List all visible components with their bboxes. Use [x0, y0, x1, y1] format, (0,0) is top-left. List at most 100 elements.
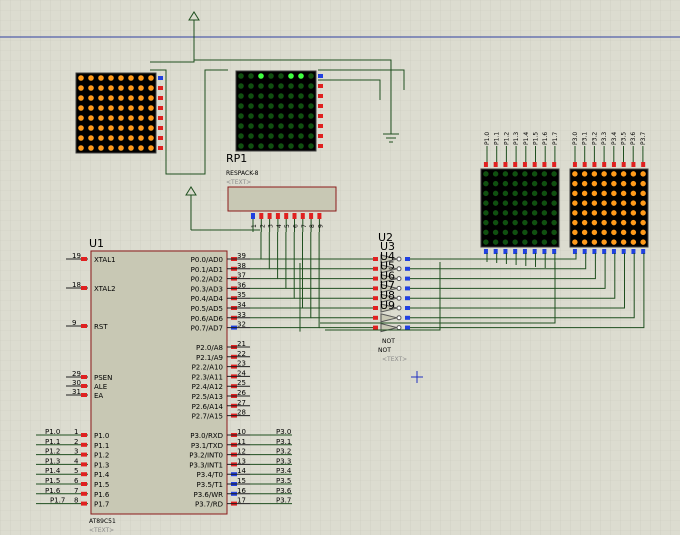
led-dot — [308, 93, 314, 99]
matrix-pin — [621, 249, 626, 254]
matrix-pin — [318, 74, 323, 78]
rp1-pin-number: 9 — [317, 224, 324, 228]
matrix-pin — [582, 249, 587, 254]
u1-pin-label: P1.2 — [94, 452, 109, 460]
u1-pin-number: 38 — [237, 262, 246, 270]
led-dot — [288, 103, 294, 109]
u1-pin-number: 10 — [237, 428, 246, 436]
rp1-pin — [292, 213, 297, 219]
power-terminal-rp1[interactable] — [185, 186, 197, 230]
led-dot — [288, 133, 294, 139]
u1-pin-label: P0.2/AD2 — [191, 276, 223, 284]
rp1-part: RESPACK-8 — [226, 170, 259, 177]
matrix-pin — [621, 162, 626, 167]
u1-pin-number: 17 — [237, 497, 246, 505]
inverter-bubble — [396, 266, 402, 272]
u1-pin-label: P1.4 — [94, 471, 110, 479]
led-dot — [541, 200, 548, 206]
led-dot — [268, 123, 274, 129]
matrix-pin — [631, 249, 636, 254]
inverter-bubble — [396, 295, 402, 301]
led-dot — [620, 190, 627, 197]
led-dot — [620, 210, 627, 216]
u1-pin-number: 2 — [74, 438, 78, 446]
led-dot — [522, 210, 528, 216]
u1-pin-number: 14 — [237, 467, 246, 475]
led-dot — [483, 239, 489, 245]
led-dot — [522, 219, 528, 226]
matrix-pin — [542, 162, 547, 167]
inverter-pin — [373, 306, 378, 310]
u1-pin-label: RST — [94, 323, 108, 331]
led-dot — [541, 180, 548, 187]
u1-pin — [81, 393, 87, 397]
u1-pin-label: P1.0 — [94, 432, 109, 440]
u1-pin-number: 39 — [237, 252, 246, 260]
led-dot — [483, 210, 489, 216]
rp1-pin — [300, 213, 305, 219]
matrix-pin — [592, 249, 597, 254]
led-dot — [630, 239, 637, 245]
u1-pin-number: 6 — [74, 477, 79, 485]
matrix-body — [569, 168, 649, 248]
matrix-pin — [631, 162, 636, 167]
led-dot — [258, 93, 264, 99]
matrix-pin — [532, 162, 537, 167]
matrix-3-label: P1.5 — [533, 132, 540, 145]
matrix-4-label: P3.7 — [640, 132, 647, 145]
rp1-pin — [317, 213, 322, 219]
led-dot — [238, 83, 244, 89]
led-dot — [268, 143, 274, 149]
led-dot — [611, 200, 617, 206]
led-matrix-4[interactable] — [569, 162, 649, 254]
matrix-pin — [513, 162, 518, 167]
power-terminal-top[interactable] — [188, 11, 200, 60]
led-dot — [278, 83, 284, 89]
led-dot — [298, 143, 304, 149]
u1-pin-number: 8 — [74, 497, 78, 505]
led-dot — [522, 190, 528, 197]
led-dot — [268, 93, 274, 99]
led-dot — [591, 229, 598, 236]
net-label-p1: P1.1 — [45, 438, 60, 446]
rp1-pin-number: 3 — [268, 224, 275, 228]
rp1-pin-number: 5 — [284, 224, 291, 228]
led-dot — [630, 171, 637, 177]
matrix-4-label: P3.3 — [601, 132, 608, 145]
ground-terminal[interactable] — [383, 110, 399, 143]
led-dot — [298, 113, 304, 119]
led-dot — [138, 75, 144, 81]
u1-pin-number: 32 — [237, 321, 246, 329]
led-dot — [551, 171, 557, 177]
inverter-bubble — [396, 305, 402, 311]
u1-pin-label: P2.2/A10 — [192, 364, 223, 372]
matrix-pin — [522, 249, 527, 254]
led-matrix-1[interactable] — [75, 72, 163, 154]
net-label-p3: P3.5 — [276, 477, 291, 485]
led-dot — [258, 113, 264, 119]
matrix-pin — [483, 249, 488, 254]
net-label-p1: P1.5 — [45, 477, 60, 485]
led-dot — [483, 180, 489, 187]
led-matrix-2[interactable] — [235, 70, 323, 152]
led-dot — [581, 200, 588, 206]
led-dot — [298, 73, 304, 79]
inverter-bubble — [396, 256, 402, 262]
u1-pin — [81, 482, 87, 486]
led-matrix-3[interactable] — [480, 162, 560, 254]
led-dot — [288, 113, 294, 119]
matrix-4-label: P3.4 — [611, 132, 618, 145]
led-dot — [502, 219, 509, 226]
inverter-gate — [380, 293, 398, 303]
led-dot — [288, 83, 294, 89]
u1-pin-label: P0.6/AD6 — [191, 315, 224, 323]
led-dot — [502, 200, 509, 206]
matrix-pin — [552, 162, 557, 167]
